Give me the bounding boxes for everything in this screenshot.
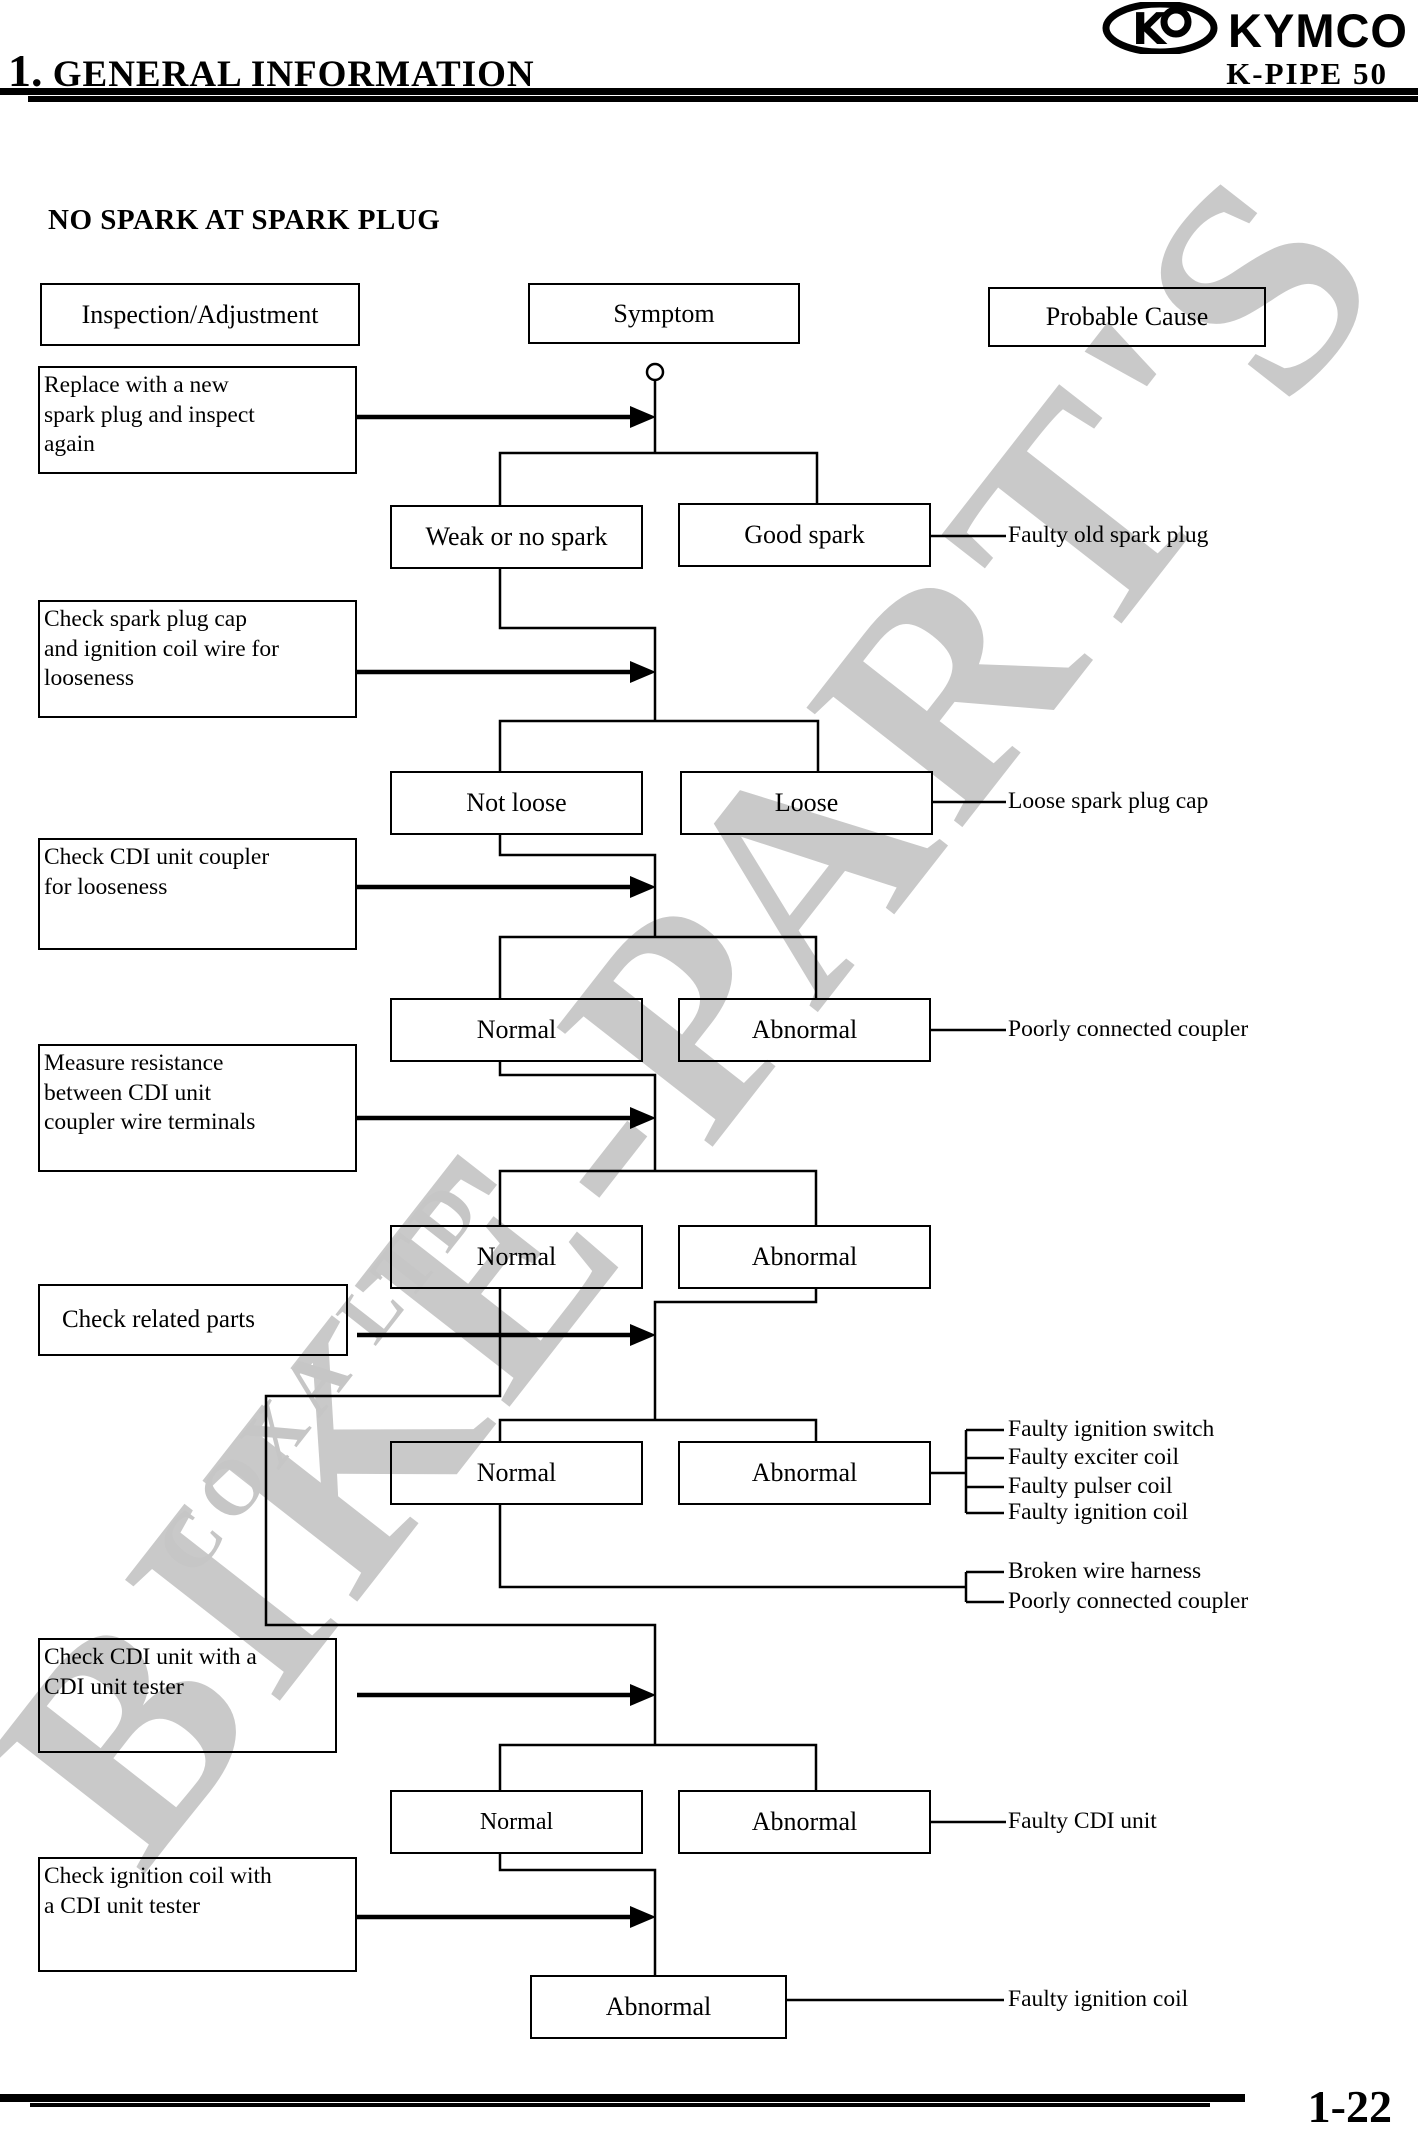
svg-text:K: K [1132, 4, 1168, 54]
cause-faulty-ignition-switch: Faulty ignition switch [1008, 1416, 1215, 1442]
step-text-line: Check CDI unit with a [44, 1644, 257, 1670]
header-rule-top [0, 88, 1418, 95]
cause-faulty-pulser-coil: Faulty pulser coil [1008, 1473, 1173, 1499]
column-header-inspection: Inspection/Adjustment [40, 283, 360, 346]
model-name: K-PIPE 50 [1226, 56, 1388, 91]
step-text-line: a CDI unit tester [44, 1892, 200, 1919]
column-header-probable-cause: Probable Cause [988, 287, 1266, 347]
step-text-line: between CDI unit [44, 1079, 212, 1106]
step-measure-resistance: Measure resistance between CDI unit coup… [38, 1044, 357, 1172]
cause-faulty-exciter-coil: Faulty exciter coil [1008, 1444, 1179, 1470]
result-normal-2: Normal [390, 1225, 643, 1289]
step-check-cdi-unit-tester: Check CDI unit with a CDI unit tester [38, 1638, 337, 1753]
result-normal-3: Normal [390, 1441, 643, 1505]
step-text-line: again [44, 431, 95, 458]
section-number: 1. [8, 45, 43, 96]
step-check-ignition-coil-tester: Check ignition coil with a CDI unit test… [38, 1857, 357, 1972]
cause-faulty-cdi-unit: Faulty CDI unit [1008, 1808, 1157, 1834]
start-terminal-icon [645, 362, 665, 382]
footer-rule-top [0, 2094, 1245, 2102]
step-check-spark-plug-cap: Check spark plug cap and ignition coil w… [38, 600, 357, 718]
result-weak-or-no-spark: Weak or no spark [390, 505, 643, 569]
result-good-spark: Good spark [678, 503, 931, 567]
step-check-cdi-coupler: Check CDI unit coupler for looseness [38, 838, 357, 950]
step-text-line: looseness [44, 665, 135, 692]
step-text-line: Measure resistance [44, 1050, 224, 1076]
step-text-line: CDI unit tester [44, 1673, 184, 1700]
step-text-line: Check spark plug cap [44, 606, 247, 632]
cause-faulty-ignition-coil-1: Faulty ignition coil [1008, 1499, 1189, 1525]
cause-poorly-connected-coupler: Poorly connected coupler [1008, 1016, 1249, 1042]
result-not-loose: Not loose [390, 771, 643, 835]
step-text-line: Check related parts [62, 1306, 255, 1334]
brand-header: K KYMCO [1102, 0, 1408, 59]
brand-name: KYMCO [1228, 4, 1408, 57]
result-normal-1: Normal [390, 998, 643, 1062]
column-header-symptom: Symptom [528, 283, 800, 344]
cause-broken-wire-harness: Broken wire harness [1008, 1558, 1202, 1584]
cause-loose-spark-plug-cap: Loose spark plug cap [1008, 788, 1209, 814]
step-text-line: Check CDI unit coupler [44, 844, 270, 870]
step-replace-spark-plug: Replace with a new spark plug and inspec… [38, 366, 357, 474]
footer-rule-bottom [30, 2103, 1210, 2107]
page-number: 1-22 [1307, 2081, 1392, 2132]
kymco-logo-icon: K [1102, 0, 1218, 59]
result-abnormal-2: Abnormal [678, 1225, 931, 1289]
cause-faulty-ignition-coil-2: Faulty ignition coil [1008, 1986, 1189, 2012]
step-text-line: Check ignition coil with [44, 1863, 272, 1889]
cause-poorly-connected-coupler-2: Poorly connected coupler [1008, 1588, 1249, 1614]
header-rule-bottom [28, 96, 1418, 102]
cause-faulty-old-spark-plug: Faulty old spark plug [1008, 522, 1209, 548]
result-loose: Loose [680, 771, 933, 835]
result-normal-4: Normal [390, 1790, 643, 1854]
step-text-line: and ignition coil wire for [44, 635, 279, 662]
step-text-line: Replace with a new [44, 372, 229, 398]
result-abnormal-3: Abnormal [678, 1441, 931, 1505]
result-abnormal-1: Abnormal [678, 998, 931, 1062]
step-check-related-parts: Check related parts [38, 1284, 348, 1356]
result-abnormal-final: Abnormal [530, 1975, 787, 2039]
result-abnormal-4: Abnormal [678, 1790, 931, 1854]
page-title: NO SPARK AT SPARK PLUG [48, 204, 441, 236]
step-text-line: coupler wire terminals [44, 1109, 256, 1136]
step-text-line: for looseness [44, 873, 168, 900]
step-text-line: spark plug and inspect [44, 401, 255, 428]
